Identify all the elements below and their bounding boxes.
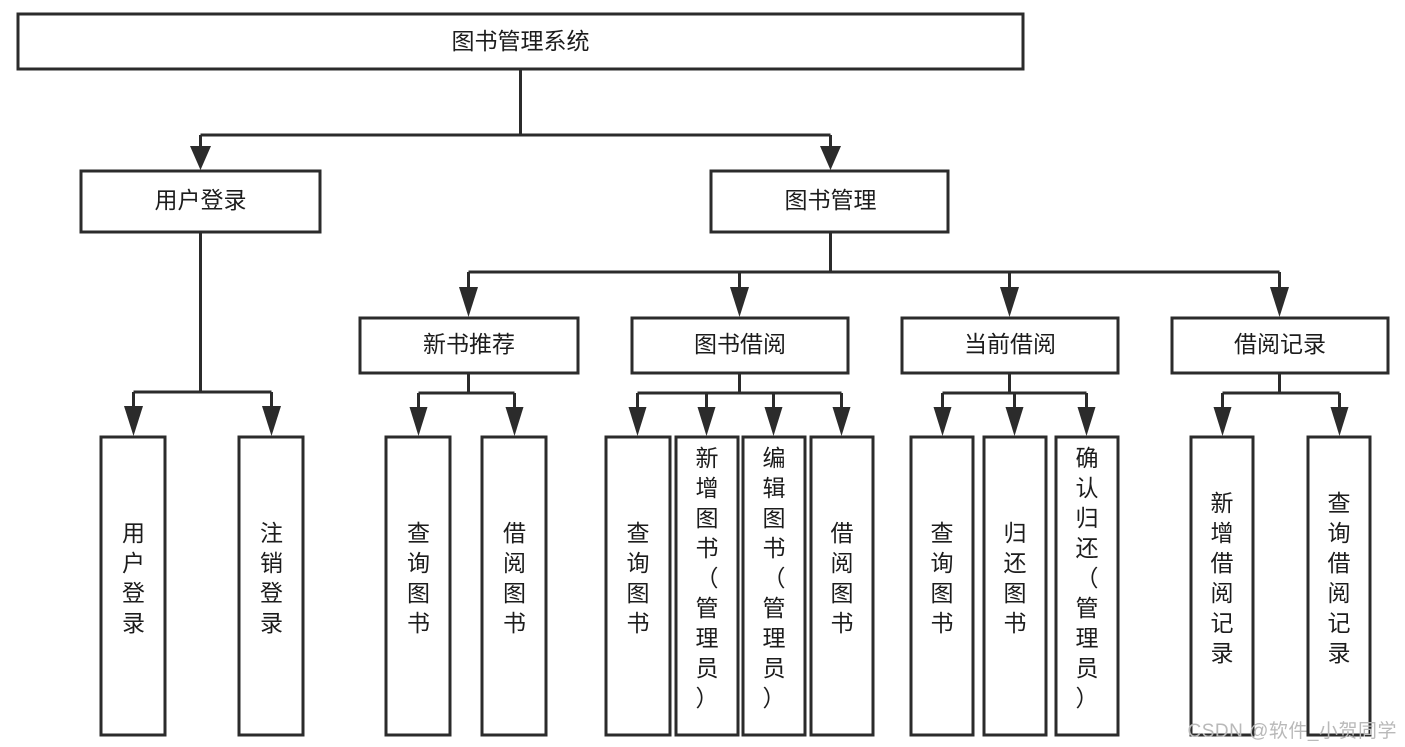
arrow-head-leaf-borrow-book-1 [505, 407, 524, 436]
node-leaf-query-book-3-box[interactable] [909, 435, 975, 737]
node-leaf-query-book-1[interactable]: 查询图书 [384, 435, 452, 737]
node-book-manage-label: 图书管理 [785, 187, 877, 213]
node-user-login[interactable]: 用户登录 [79, 169, 322, 234]
node-borrow-record-box[interactable] [1170, 316, 1390, 375]
arrow-head-leaf-borrow-book-2 [832, 407, 851, 436]
node-leaf-confirm-return[interactable]: 确认归还（管理员） [1054, 435, 1120, 737]
node-leaf-borrow-book-2[interactable]: 借阅图书 [809, 435, 875, 737]
node-leaf-add-record-box[interactable] [1189, 435, 1255, 737]
node-leaf-query-record[interactable]: 查询借阅记录 [1306, 435, 1372, 737]
arrow-head-leaf-add-book [697, 407, 716, 436]
node-book-borrow-box[interactable] [630, 316, 850, 375]
node-leaf-edit-book-box[interactable] [741, 435, 807, 737]
node-leaf-query-book-3[interactable]: 查询图书 [909, 435, 975, 737]
node-user-login-label: 用户登录 [155, 187, 247, 213]
node-leaf-query-record-label: 查询借阅记录 [1328, 490, 1351, 666]
node-leaf-query-book-2-box[interactable] [604, 435, 672, 737]
node-leaf-add-record[interactable]: 新增借阅记录 [1189, 435, 1255, 737]
node-root-label: 图书管理系统 [452, 28, 590, 54]
node-current-borrow[interactable]: 当前借阅 [900, 316, 1120, 375]
arrow-head-leaf-query-book-2 [628, 407, 647, 436]
arrow-head-leaf-user-login [124, 406, 143, 436]
arrow-head-book-borrow [730, 287, 749, 317]
node-root[interactable]: 图书管理系统 [16, 12, 1025, 71]
node-leaf-user-login-box[interactable] [99, 435, 167, 737]
node-leaf-confirm-return-box[interactable] [1054, 435, 1120, 737]
node-leaf-query-book-2-label: 查询图书 [627, 520, 650, 636]
node-leaf-user-logout[interactable]: 注销登录 [237, 435, 305, 737]
node-leaf-edit-book[interactable]: 编辑图书（管理员） [741, 435, 807, 737]
arrow-head-user-login [190, 146, 211, 170]
arrow-head-leaf-query-book-3 [933, 407, 952, 436]
node-leaf-borrow-book-2-box[interactable] [809, 435, 875, 737]
node-root-box[interactable] [16, 12, 1025, 71]
arrow-head-leaf-query-book-1 [409, 407, 428, 436]
node-leaf-add-book[interactable]: 新增图书（管理员） [674, 435, 740, 737]
node-leaf-query-book-1-box[interactable] [384, 435, 452, 737]
node-leaf-query-book-3-label: 查询图书 [931, 520, 954, 636]
node-leaf-query-record-box[interactable] [1306, 435, 1372, 737]
node-leaf-user-logout-box[interactable] [237, 435, 305, 737]
node-leaf-return-book-box[interactable] [982, 435, 1048, 737]
node-leaf-edit-book-label: 编辑图书（管理员） [763, 445, 786, 711]
node-current-borrow-label: 当前借阅 [964, 331, 1056, 357]
node-leaf-user-login-label: 用户登录 [122, 520, 145, 636]
node-leaf-user-logout-label: 注销登录 [260, 520, 283, 636]
node-book-manage[interactable]: 图书管理 [709, 169, 950, 234]
node-borrow-record[interactable]: 借阅记录 [1170, 316, 1390, 375]
node-leaf-borrow-book-2-label: 借阅图书 [831, 520, 854, 636]
arrow-head-new-book-recommend [459, 287, 478, 317]
node-leaf-add-book-box[interactable] [674, 435, 740, 737]
node-leaf-borrow-book-1[interactable]: 借阅图书 [480, 435, 548, 737]
arrow-head-leaf-return-book [1005, 407, 1024, 436]
arrow-head-leaf-query-record [1330, 407, 1349, 436]
node-leaf-borrow-book-1-label: 借阅图书 [503, 520, 526, 636]
node-book-borrow[interactable]: 图书借阅 [630, 316, 850, 375]
node-new-book-recommend-box[interactable] [358, 316, 580, 375]
node-book-manage-box[interactable] [709, 169, 950, 234]
node-new-book-recommend-label: 新书推荐 [423, 331, 515, 357]
arrow-head-leaf-user-logout [262, 406, 281, 436]
arrow-head-leaf-edit-book [764, 407, 783, 436]
node-leaf-user-login[interactable]: 用户登录 [99, 435, 167, 737]
node-leaf-add-book-label: 新增图书（管理员） [696, 445, 719, 711]
arrow-head-leaf-confirm-return [1077, 407, 1096, 436]
connector-layer [124, 69, 1349, 436]
node-new-book-recommend[interactable]: 新书推荐 [358, 316, 580, 375]
node-leaf-return-book-label: 归还图书 [1004, 520, 1027, 636]
node-book-borrow-label: 图书借阅 [694, 331, 786, 357]
arrow-head-book-manage [820, 146, 841, 170]
node-leaf-return-book[interactable]: 归还图书 [982, 435, 1048, 737]
node-current-borrow-box[interactable] [900, 316, 1120, 375]
node-borrow-record-label: 借阅记录 [1234, 331, 1326, 357]
node-user-login-box[interactable] [79, 169, 322, 234]
arrow-head-leaf-add-record [1213, 407, 1232, 436]
arrow-head-borrow-record [1270, 287, 1289, 317]
node-leaf-query-book-1-label: 查询图书 [407, 520, 430, 636]
node-leaf-confirm-return-label: 确认归还（管理员） [1076, 445, 1099, 711]
node-leaf-query-book-2[interactable]: 查询图书 [604, 435, 672, 737]
node-leaf-add-record-label: 新增借阅记录 [1211, 490, 1234, 666]
arrow-head-current-borrow [1000, 287, 1019, 317]
node-leaf-borrow-book-1-box[interactable] [480, 435, 548, 737]
